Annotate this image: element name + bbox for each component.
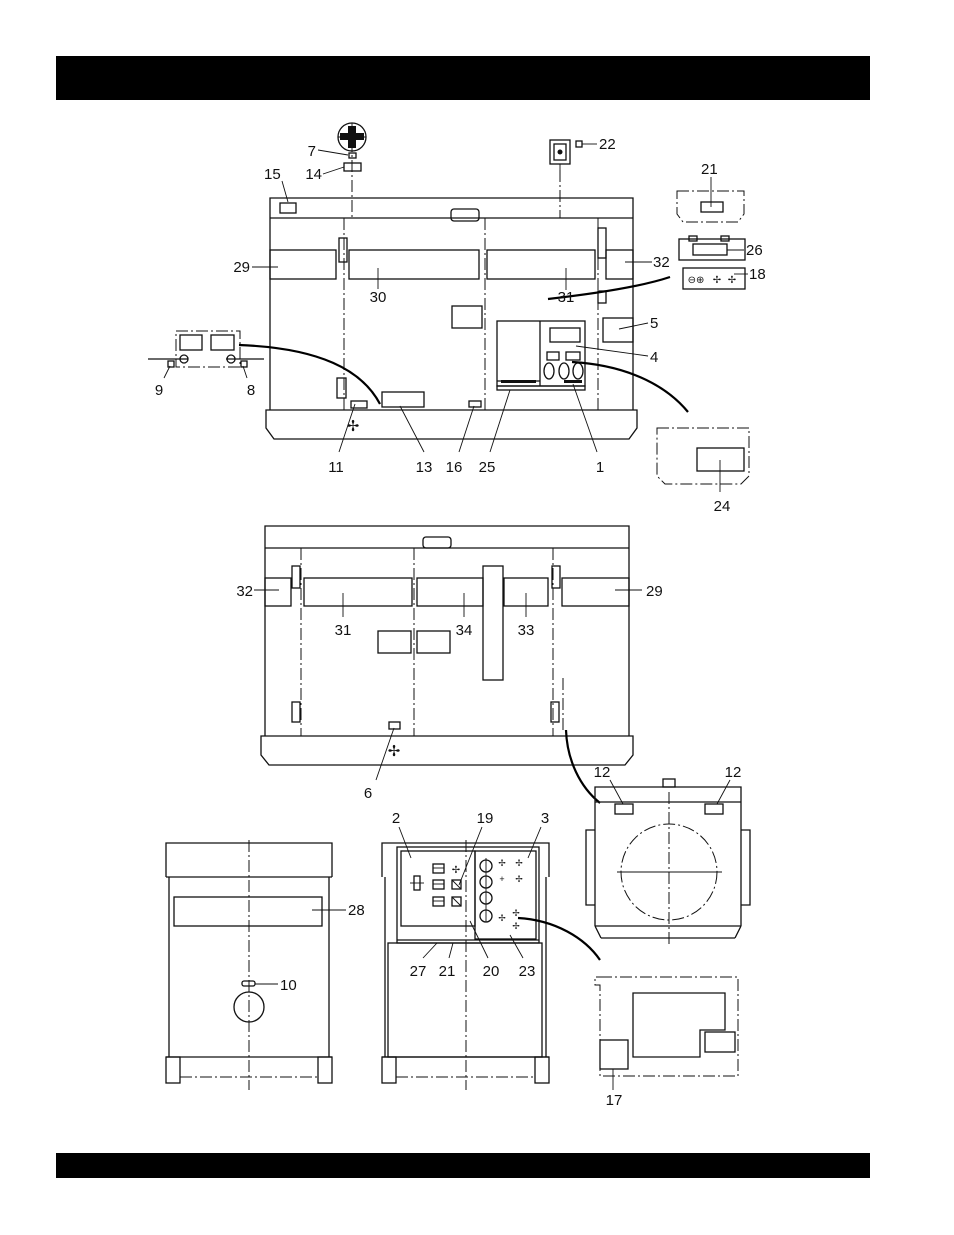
callout-32b: 32: [236, 583, 253, 600]
front-view: ✢ ✢ ✢ + ✢ ✢ ✢ ✢: [382, 827, 600, 1090]
callout-8: 8: [247, 382, 255, 399]
callout-31a: 31: [558, 289, 575, 306]
callout-26: 26: [746, 242, 763, 259]
callout-28: 28: [348, 902, 365, 919]
callout-labels: 7 14 15 22 21 26 18 29 32 30 31 5 4 9 8 …: [155, 136, 766, 1109]
callout-29a: 29: [233, 259, 250, 276]
svg-text:✢: ✢: [512, 921, 520, 931]
callout-12a: 12: [594, 764, 611, 781]
callout-25: 25: [479, 459, 496, 476]
callout-17: 17: [606, 1092, 623, 1109]
callout-21a: 21: [701, 161, 718, 178]
svg-text:✢: ✢: [728, 275, 736, 286]
callout-31b: 31: [335, 622, 352, 639]
callout-20: 20: [483, 963, 500, 980]
detail-17: [595, 977, 738, 1090]
callout-14: 14: [305, 166, 322, 183]
svg-text:✢: ✢: [347, 418, 360, 435]
callout-34: 34: [456, 622, 473, 639]
view1-details: ⊖⊕ ✢ ✢: [148, 123, 749, 492]
svg-text:✢: ✢: [388, 743, 401, 760]
callout-24: 24: [714, 498, 731, 515]
callout-22: 22: [599, 136, 616, 153]
callout-10: 10: [280, 977, 297, 994]
callout-18: 18: [749, 266, 766, 283]
callout-16: 16: [446, 459, 463, 476]
callout-13: 13: [416, 459, 433, 476]
end-view-radiator: [586, 779, 750, 945]
callout-32a: 32: [653, 254, 670, 271]
callout-23: 23: [519, 963, 536, 980]
callout-1: 1: [596, 459, 604, 476]
callout-27: 27: [410, 963, 427, 980]
callout-21b: 21: [439, 963, 456, 980]
callout-12b: 12: [725, 764, 742, 781]
callout-2: 2: [392, 810, 400, 827]
callout-30: 30: [370, 289, 387, 306]
svg-text:✢: ✢: [515, 858, 523, 868]
svg-text:⊖⊕: ⊖⊕: [688, 275, 705, 286]
callout-11: 11: [328, 459, 344, 476]
callout-6: 6: [364, 785, 372, 802]
callout-3: 3: [541, 810, 549, 827]
rear-view: [166, 840, 346, 1090]
callout-19: 19: [477, 810, 494, 827]
side-view-left: ✢: [266, 140, 637, 439]
svg-text:✢: ✢: [498, 858, 506, 868]
svg-text:✢: ✢: [512, 908, 520, 918]
svg-text:✢: ✢: [713, 275, 721, 286]
callout-7: 7: [308, 143, 316, 160]
callout-29b: 29: [646, 583, 663, 600]
callout-5: 5: [650, 315, 658, 332]
svg-text:✢: ✢: [515, 874, 523, 884]
svg-text:✢: ✢: [498, 913, 506, 923]
callout-9: 9: [155, 382, 163, 399]
callout-33: 33: [518, 622, 535, 639]
svg-text:+: +: [499, 874, 504, 884]
callout-15: 15: [264, 166, 281, 183]
callout-4: 4: [650, 349, 658, 366]
svg-text:✢: ✢: [452, 865, 460, 876]
side-view-right: ✢: [254, 526, 642, 803]
